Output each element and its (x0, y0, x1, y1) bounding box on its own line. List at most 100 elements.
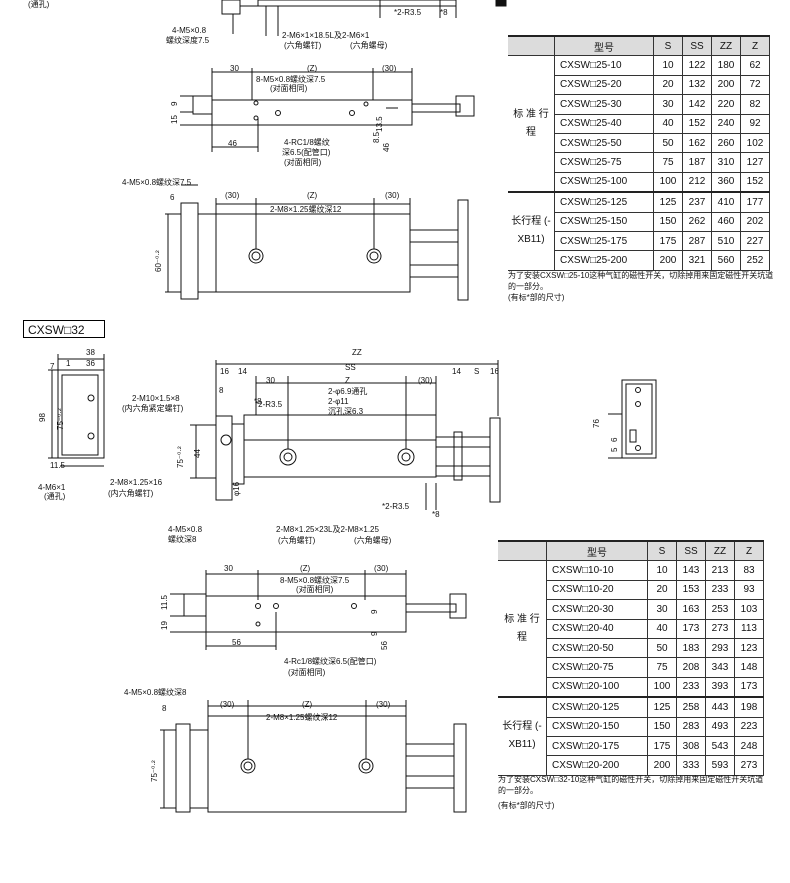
label-star8-b: *8 (432, 510, 440, 519)
dim-8: 8 (219, 386, 224, 395)
dim-s: S (474, 367, 480, 376)
dim-9-a: 9 (370, 609, 379, 614)
dim-16: 16 (220, 367, 229, 376)
top-partial-view (221, 0, 507, 36)
dim-9: 9 (170, 101, 179, 106)
mid-side-view (608, 379, 657, 459)
dim-30: 30 (266, 376, 275, 385)
label-screws-hex-nut: (六角螺母) (350, 41, 388, 50)
label-m8-thread: 2-M8×1.25螺纹深12 (270, 205, 342, 214)
dim-16-b: 16 (490, 367, 499, 376)
label-m5: 4-M5×0.8 (168, 525, 203, 534)
col-s: S (653, 35, 683, 57)
dim-30-plate: (30) (225, 191, 240, 200)
label-star8: *8 (254, 397, 262, 406)
col-model: 型号 (554, 35, 654, 57)
table-row: CXSW□25-50 50 162 260 102 (508, 132, 770, 154)
note-bottom-mark: (有标*部的尺寸) (498, 801, 555, 810)
label-r35-b: *2-R3.5 (382, 502, 410, 511)
col-zz: ZZ (705, 540, 735, 562)
table-row: 标 准 行 程 CXSW□25-10 10 122 180 62 (508, 55, 770, 193)
dim-z-plate: (Z) (302, 700, 313, 709)
dim-46-b: 46 (382, 143, 391, 152)
label-m5-threads: 8-M5×0.8螺纹深7.5 (280, 576, 350, 585)
col-ss: SS (676, 540, 706, 562)
label-m8-thread: 2-M8×1.25螺纹深12 (266, 713, 338, 722)
label-r35: *2-R3.5 (255, 400, 283, 409)
col-s: S (647, 540, 677, 562)
label-through: (通孔) (28, 0, 50, 9)
table-row: CXSW□20-50 50 183 293 123 (498, 637, 764, 659)
label-hole-through: 2-φ6.9通孔 (328, 387, 368, 396)
dim-30-plate-ref: (30) (385, 191, 400, 200)
dim-75: 75⁻⁰·² (150, 760, 159, 782)
dim-76: 76 (592, 419, 601, 428)
dim-phi16: φ16 (232, 481, 241, 496)
dim-14: 14 (238, 367, 247, 376)
dim-75: 75⁻⁰·² (56, 408, 65, 430)
bottom-front-view (170, 570, 467, 650)
dim-56: 56 (232, 638, 241, 647)
table-row: CXSW□25-20 20 132 200 72 (508, 74, 770, 96)
label-m5-depth: 螺纹深8 (168, 535, 197, 544)
dim-14-b: 14 (452, 367, 461, 376)
label-bolt-nut: (六角螺母) (354, 536, 392, 545)
label-m5-threads: 8-M5×0.8螺纹深7.5 (256, 75, 326, 84)
mid-end-view (48, 354, 105, 467)
dim-30: 30 (230, 64, 239, 73)
dim-38: 38 (86, 348, 95, 357)
label-rc-same: (对面相同) (288, 668, 326, 677)
group-long: 长行程 (-XB11) (498, 696, 547, 776)
dim-36: 36 (86, 359, 95, 368)
mid-main-view (190, 360, 501, 510)
table-row: CXSW□20-100 100 233 393 173 (498, 676, 764, 698)
dim-19: 19 (160, 621, 169, 630)
label-m5-plate: 4-M5×0.8螺纹深7.5 (122, 178, 192, 187)
group-standard: 标 准 行 程 (508, 55, 555, 193)
label-thread-a-depth: 螺纹深度7.5 (166, 36, 210, 45)
dim-75-b: 75⁻⁰·² (176, 446, 185, 468)
dim-9-b: 9 (370, 631, 379, 636)
label-bolt: 2-M8×1.25×23L及2-M8×1.25 (276, 525, 379, 534)
table-row: CXSW□20-40 40 173 273 113 (498, 618, 764, 639)
label-r35: *2-R3.5 (394, 8, 422, 17)
table-row: CXSW□20-200 200 333 593 273 (498, 755, 764, 776)
table-row: CXSW□20-75 75 208 343 148 (498, 657, 764, 678)
dim-30-plate-ref: (30) (376, 700, 391, 709)
col-model: 型号 (546, 540, 648, 562)
table-header-row: 型号 S SS ZZ Z (508, 35, 770, 57)
dim-11-5: 11.5 (50, 461, 65, 470)
dim-30-ref: (30) (418, 376, 433, 385)
dim-30-ref: (30) (382, 64, 397, 73)
dim-30: 30 (224, 564, 233, 573)
dim-1: 1 (66, 359, 71, 368)
table-row: CXSW□25-75 75 187 310 127 (508, 152, 770, 173)
label-bolt-hex: (六角螺钉) (278, 536, 316, 545)
label-rc: 4-RC1/8螺纹 (284, 138, 330, 147)
spec-table-32: 型号 S SS ZZ Z 标 准 行 程 CXSW□10-10 10 143 2… (498, 540, 764, 776)
label-m8-hex-sub: (内六角螺钉) (108, 489, 154, 498)
label-rc: 4-Rc1/8螺纹深6.5(配管口) (284, 657, 377, 666)
dim-11-5: 11.5 (160, 595, 169, 610)
group-standard: 标 准 行 程 (498, 560, 547, 698)
col-zz: ZZ (711, 35, 741, 57)
label-star8: *8 (440, 8, 448, 17)
dim-98: 98 (38, 413, 47, 422)
table-row: CXSW□10-20 20 153 233 93 (498, 579, 764, 601)
label-thread-a: 4-M5×0.8 (172, 26, 207, 35)
label-rc-depth: 深6.5(配管口) (282, 148, 331, 157)
label-m5-plate: 4-M5×0.8螺纹深8 (124, 688, 187, 697)
dim-30-plate: (30) (220, 700, 235, 709)
dim-7: 7 (50, 362, 55, 371)
label-m5-same: (对面相同) (296, 585, 334, 594)
table-row: CXSW□20-150 150 283 493 223 (498, 716, 764, 737)
table-header-row: 型号 S SS ZZ Z (498, 540, 764, 562)
table-row: 标 准 行 程 CXSW□10-10 10 143 213 83 (498, 560, 764, 698)
top-front-view (180, 68, 475, 152)
dim-13-5: 13.5 (375, 116, 384, 132)
dim-15: 15 (170, 115, 179, 124)
label-hole-dia: 2-φ11 (328, 397, 349, 406)
dim-60: 60⁻⁰·² (154, 250, 163, 272)
label-rc-same: (对面相同) (284, 158, 322, 167)
